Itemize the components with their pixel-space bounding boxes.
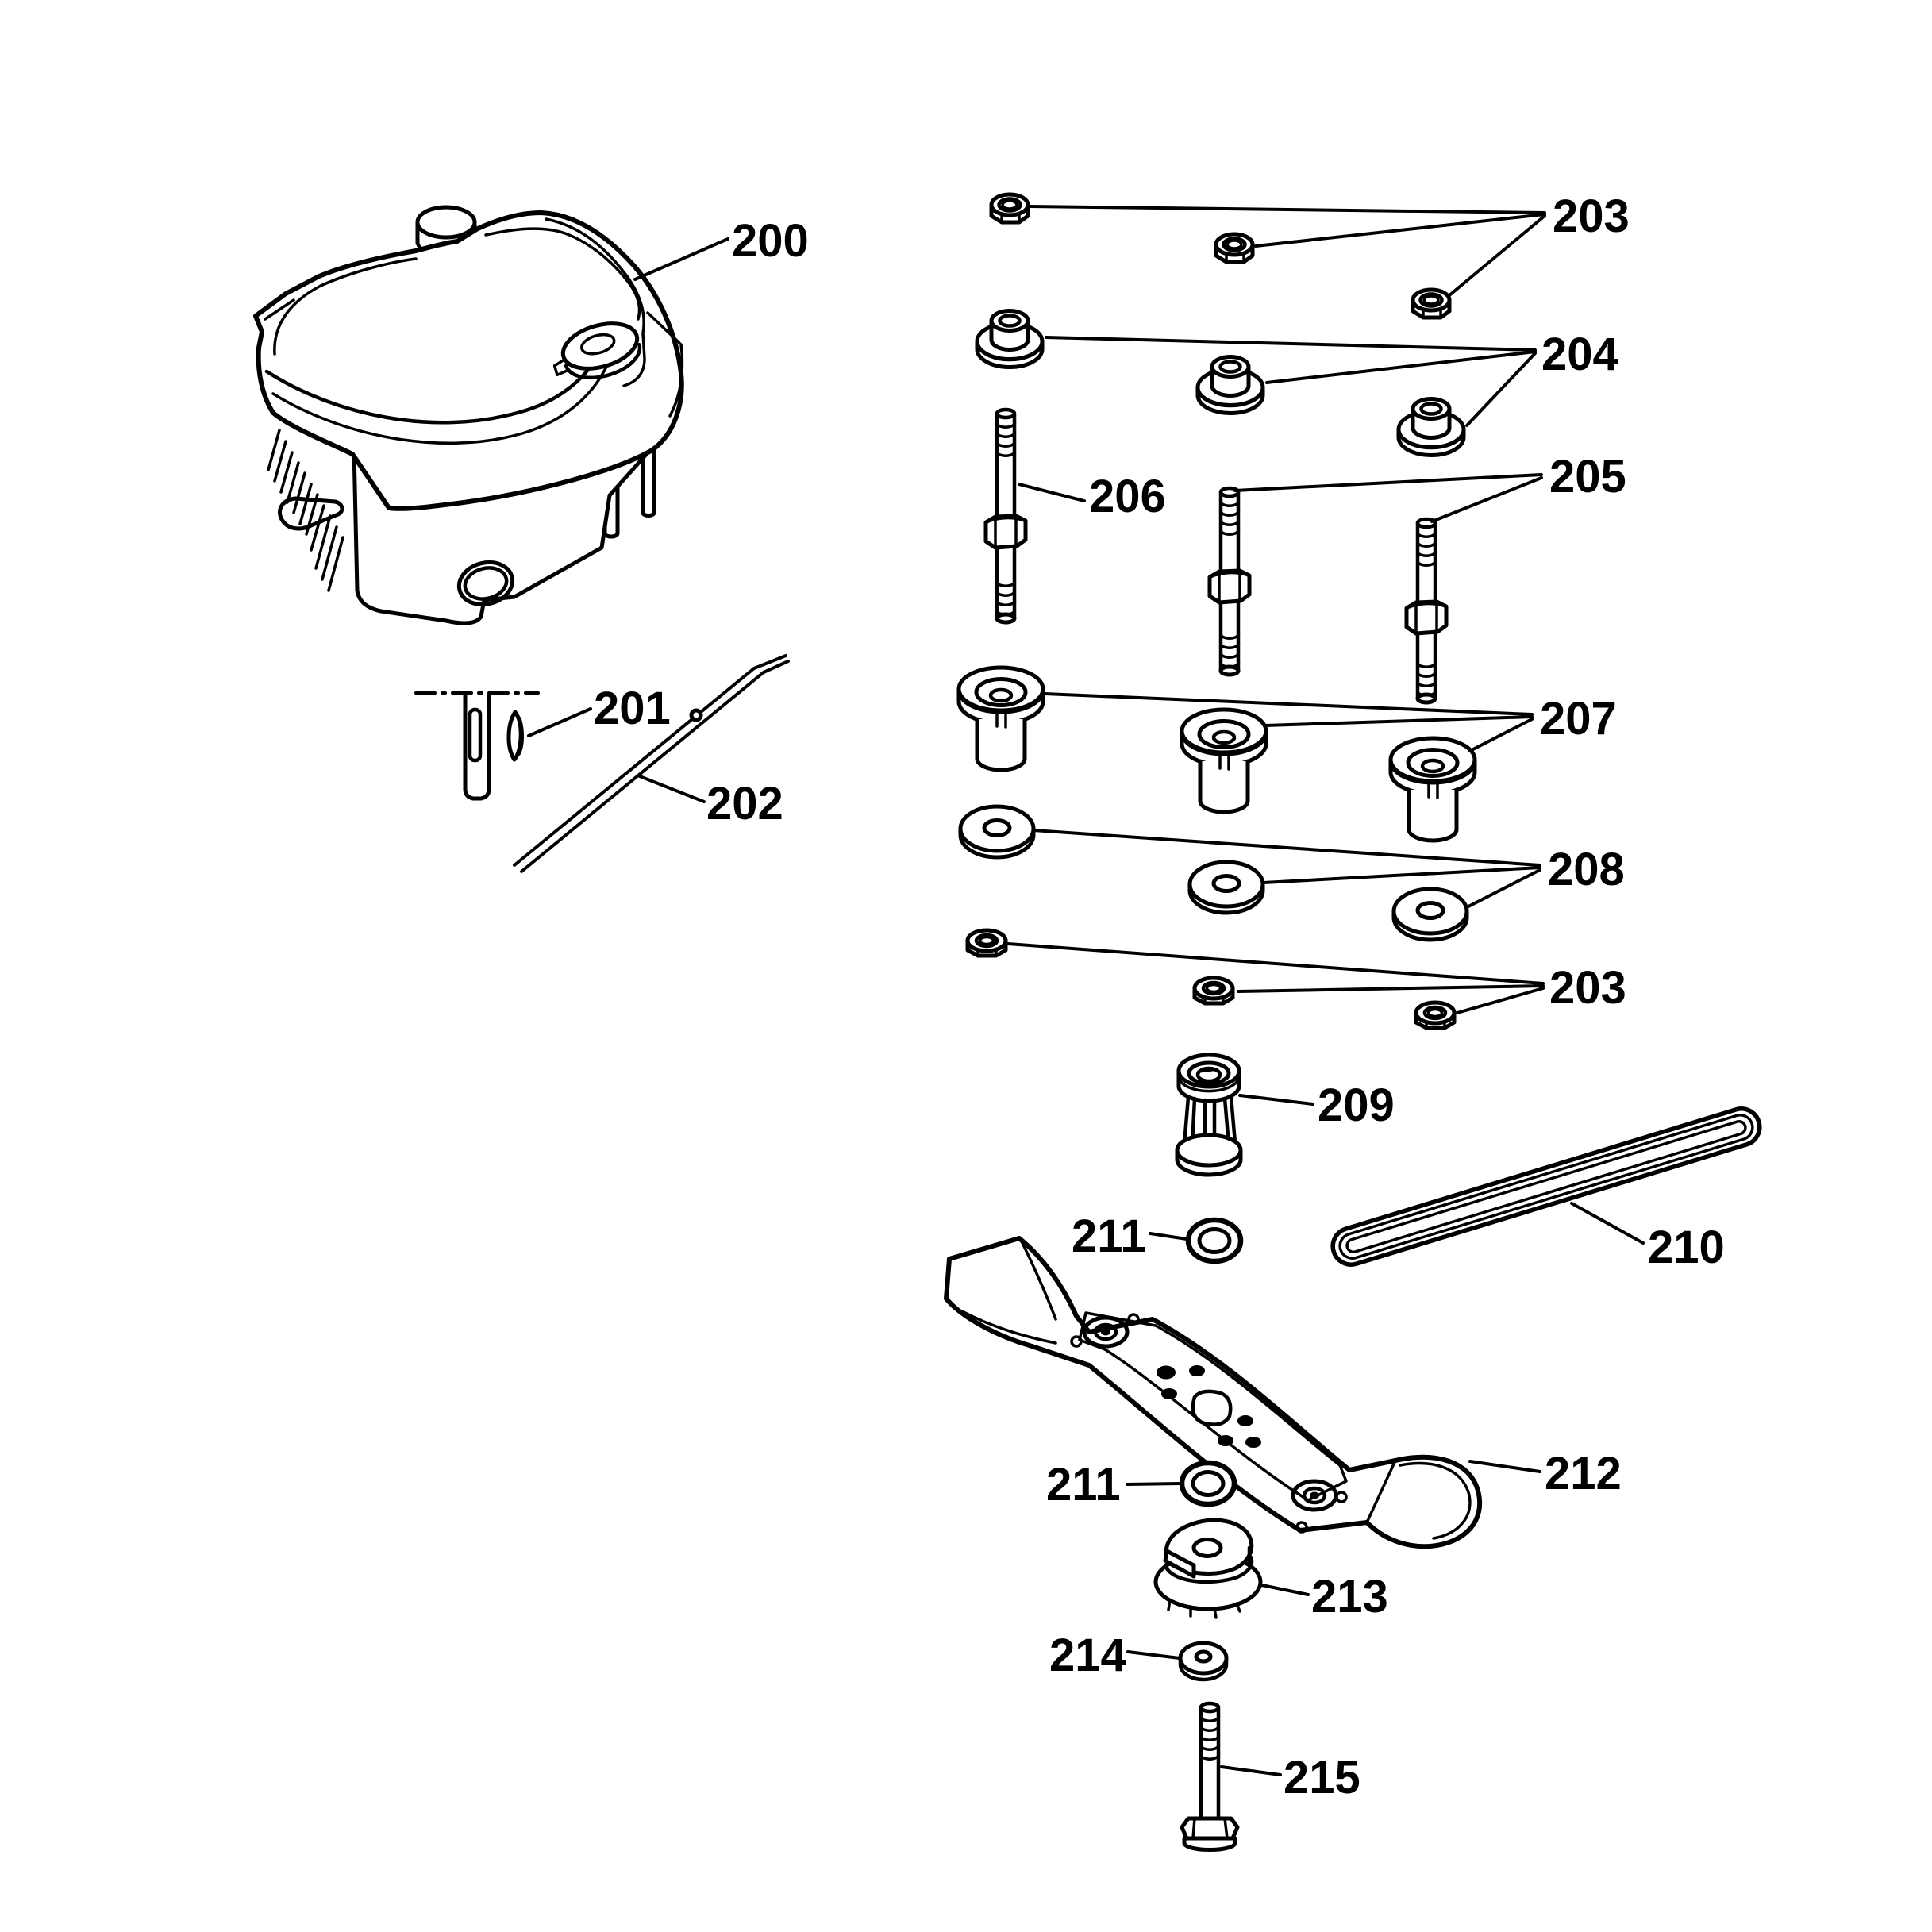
callout-206: 206 (1089, 471, 1166, 522)
callout-203-top: 203 (1553, 191, 1630, 242)
oil-cap (552, 321, 642, 380)
callout-209: 209 (1318, 1080, 1395, 1131)
part-blade-hub-213 (1153, 1518, 1263, 1619)
part-woodruff-key-201 (506, 710, 524, 762)
callout-214: 214 (1049, 1630, 1126, 1681)
callout-200: 200 (732, 215, 809, 267)
part-studs-205 (1210, 486, 1446, 705)
callout-208: 208 (1548, 844, 1625, 895)
callout-211-upper: 211 (1072, 1210, 1146, 1262)
part-flange-bushings-204 (977, 311, 1464, 456)
part-small-washer-214 (1178, 1641, 1229, 1682)
callout-215: 215 (1284, 1752, 1360, 1803)
callout-212: 212 (1545, 1448, 1622, 1499)
cooling-fins (267, 429, 344, 592)
callout-202: 202 (706, 778, 783, 829)
part-lock-nuts-203-top (991, 194, 1449, 318)
callout-203-bottom: 203 (1549, 962, 1626, 1014)
callout-205: 205 (1549, 451, 1626, 502)
callout-211-lower: 211 (1046, 1459, 1121, 1511)
callout-204: 204 (1541, 329, 1618, 380)
callout-201: 201 (594, 683, 671, 734)
crankshaft (414, 691, 540, 801)
callouts: 200 201 202 203 204 205 206 207 208 203 … (594, 191, 1725, 1803)
part-engine-200 (253, 205, 684, 801)
part-flat-washers-208 (960, 806, 1467, 940)
callout-210: 210 (1648, 1222, 1725, 1273)
part-stud-206 (986, 407, 1026, 625)
part-control-rod-202 (513, 654, 790, 873)
part-drive-belt-210 (1330, 1106, 1762, 1267)
part-washer-211-upper (1188, 1220, 1241, 1261)
part-washer-211-lower (1182, 1463, 1234, 1504)
part-blade-212 (944, 1236, 1483, 1549)
leader-lines (527, 205, 1645, 1776)
part-blade-bolt-215 (1180, 1701, 1240, 1853)
callout-207: 207 (1540, 693, 1617, 745)
part-flanged-sleeves-207 (959, 668, 1475, 841)
part-blade-adapter-209 (1175, 1053, 1243, 1177)
callout-213: 213 (1311, 1571, 1388, 1622)
